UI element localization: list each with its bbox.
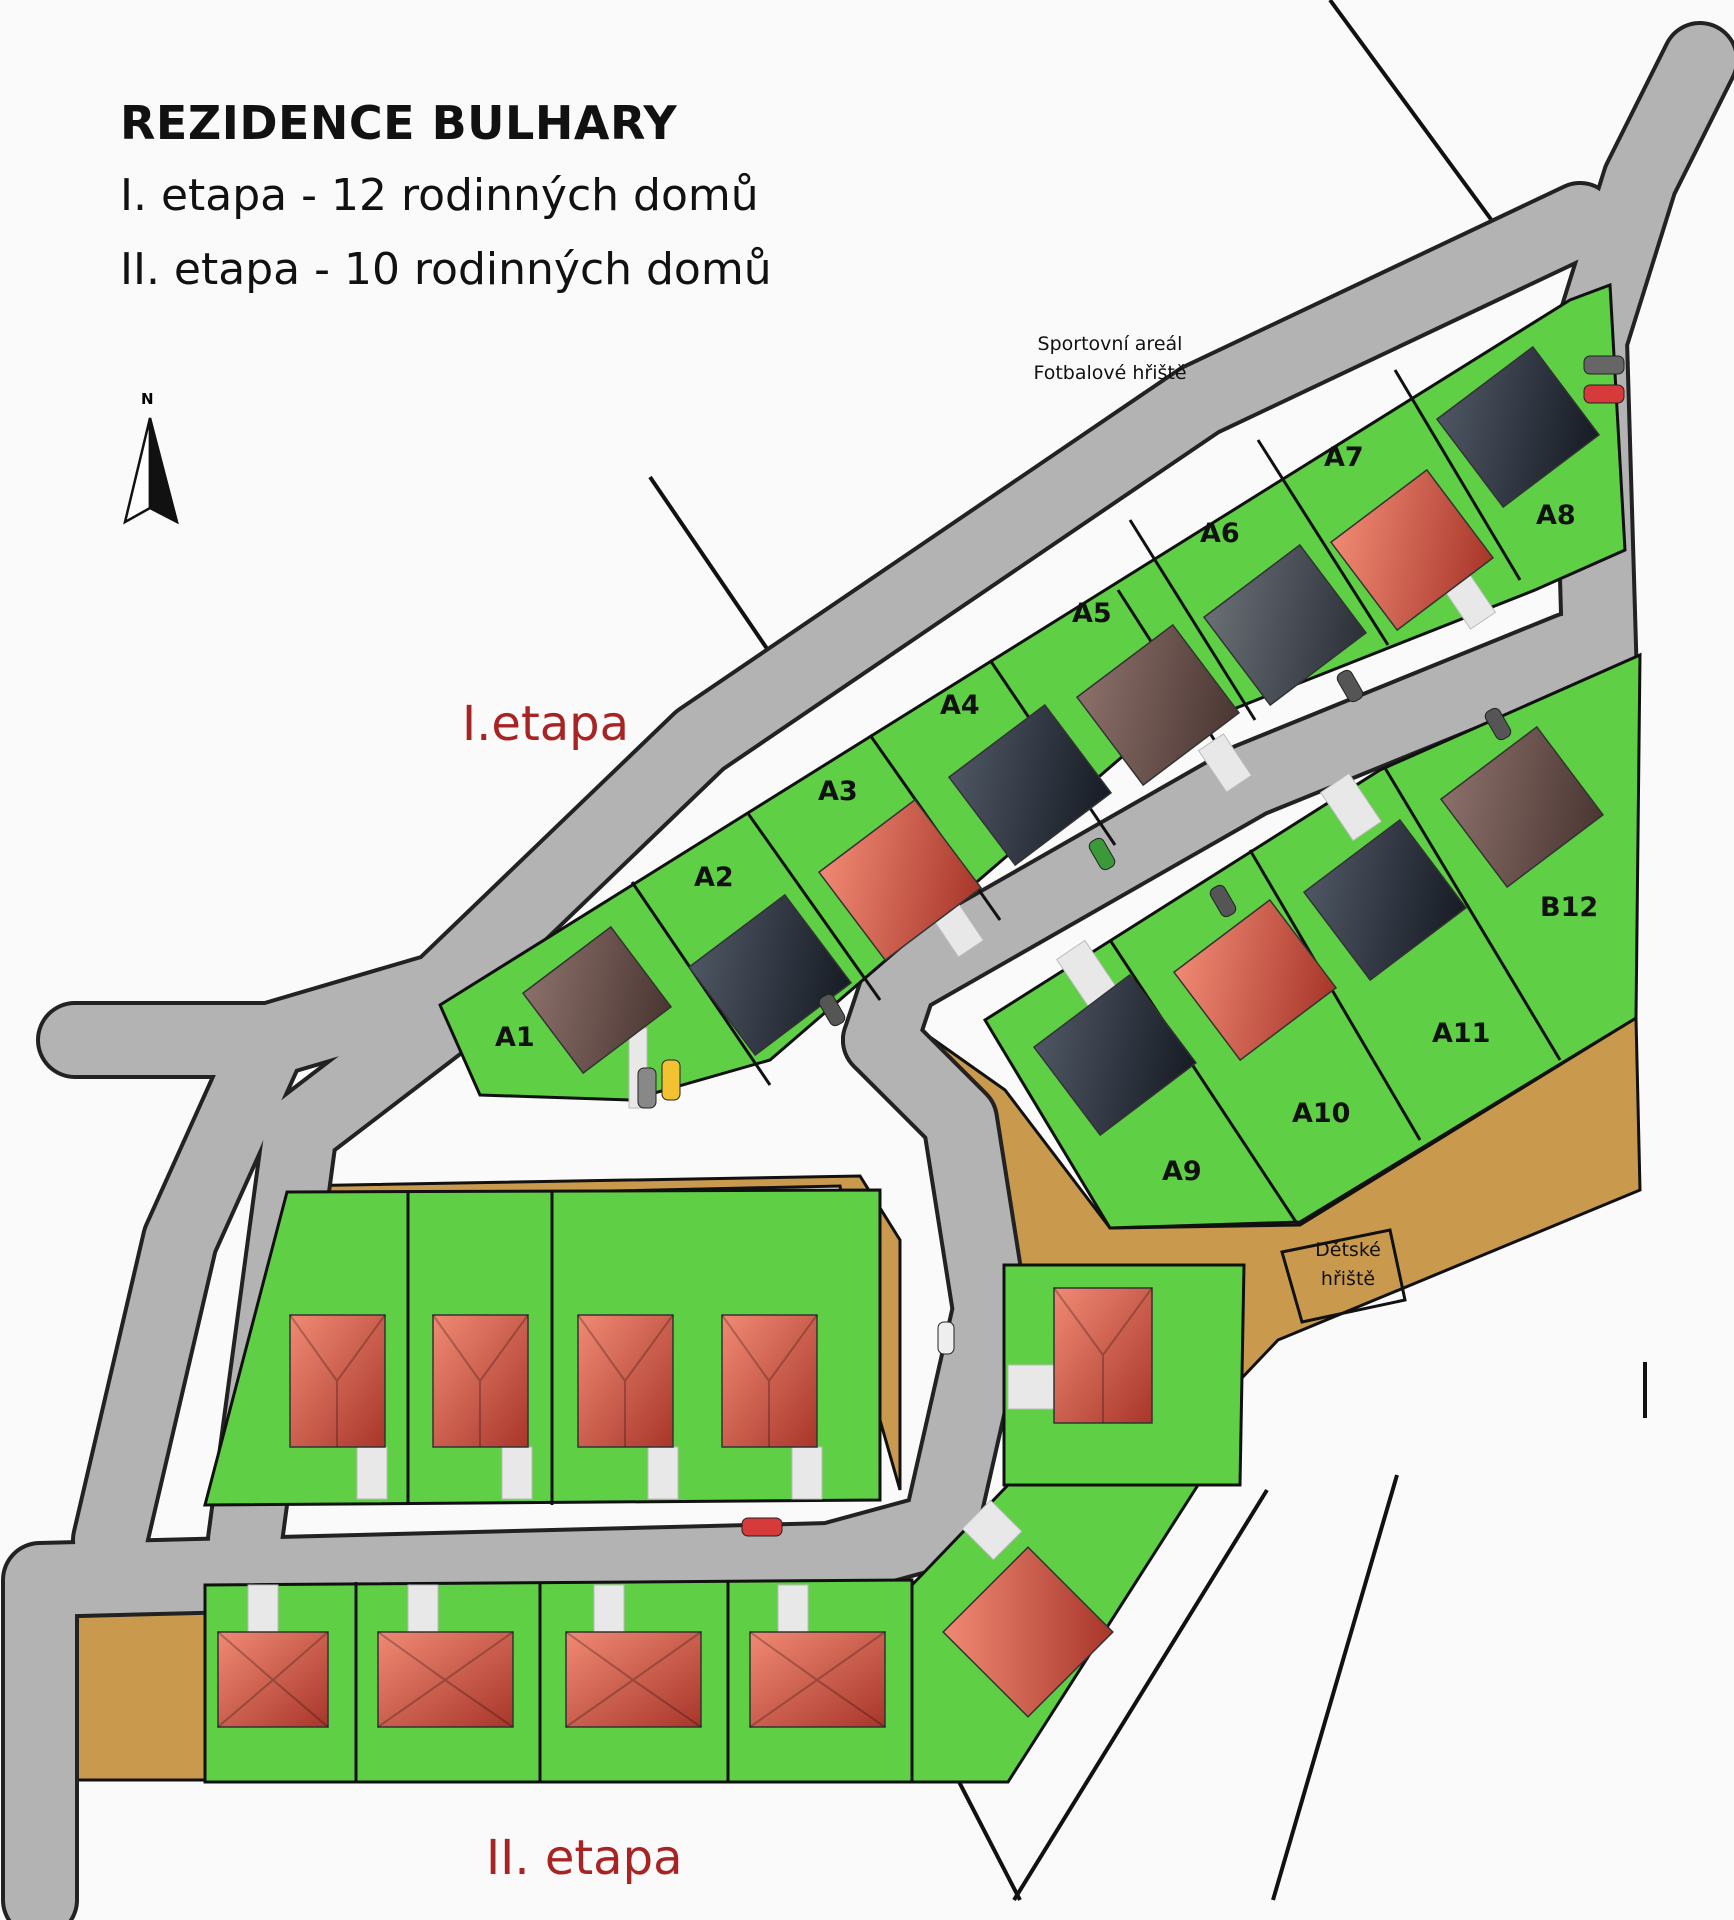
sports-area-label: Sportovní areál Fotbalové hřiště (990, 330, 1230, 388)
phase1-label: I.etapa (462, 696, 630, 752)
car-icon (1336, 669, 1364, 703)
lot-label-a7: A7 (1324, 442, 1364, 473)
lot-labels: A1 A2 A3 A4 A5 A6 A7 A8 A9 A10 A11 B12 (495, 442, 1598, 1187)
lot-label-a8: A8 (1536, 500, 1576, 531)
car-icon (1583, 355, 1625, 375)
house-a10 (1172, 898, 1338, 1062)
compass-north-label: N (141, 390, 154, 408)
roof-ridges (217, 1287, 1153, 1728)
house-a7 (1329, 468, 1495, 632)
house-a2 (687, 893, 853, 1057)
lot-label-a2: A2 (694, 862, 734, 893)
sports-area-line2: Fotbalové hřiště (1033, 362, 1187, 384)
playground-area (1280, 1228, 1407, 1324)
lot-label-b12: B12 (1540, 892, 1598, 923)
houses-phase2 (217, 1287, 1153, 1728)
house-a8 (1435, 345, 1601, 509)
north-arrow-icon (123, 417, 179, 525)
house-ii-1 (289, 1314, 386, 1448)
house-ii-5 (1053, 1287, 1153, 1424)
car-icon (818, 993, 846, 1027)
phase1-summary: I. etapa - 12 rodinných domů (120, 170, 759, 221)
lot-label-a4: A4 (940, 690, 980, 721)
car-icon (1484, 707, 1512, 741)
cars (637, 355, 1625, 1537)
lot-label-a10: A10 (1292, 1098, 1350, 1129)
car-icon (937, 1321, 955, 1355)
car-icon (1583, 384, 1625, 404)
house-ii-6 (217, 1631, 329, 1728)
house-ii-4 (721, 1314, 818, 1448)
lot-label-a9: A9 (1162, 1156, 1202, 1187)
house-ii-10 (942, 1546, 1114, 1718)
lot-label-a1: A1 (495, 1022, 535, 1053)
house-ii-7 (377, 1631, 514, 1728)
house-a4 (947, 703, 1113, 867)
lot-label-a5: A5 (1072, 598, 1112, 629)
lot-label-a11: A11 (1432, 1018, 1490, 1049)
house-a5 (1075, 623, 1241, 787)
house-a11 (1302, 818, 1468, 982)
house-a6 (1202, 543, 1368, 707)
house-ii-3 (577, 1314, 674, 1448)
car-icon (1209, 884, 1237, 918)
playground-label: Dětské hřiště (1268, 1236, 1428, 1294)
car-icon (1088, 837, 1116, 871)
house-a3 (817, 798, 983, 962)
page-title: REZIDENCE BULHARY (120, 96, 678, 150)
house-ii-2 (432, 1314, 529, 1448)
car-icon (637, 1067, 657, 1109)
house-ii-9 (749, 1631, 886, 1728)
boundary-lines (648, 0, 1647, 1902)
phase2-label: II. etapa (486, 1830, 683, 1886)
road-network (1, 21, 1734, 1920)
car-icon (661, 1059, 681, 1101)
car-icon (741, 1517, 783, 1537)
lot-label-a3: A3 (818, 776, 858, 807)
house-b12 (1439, 725, 1605, 889)
houses-phase1 (521, 345, 1605, 1137)
sports-area-line1: Sportovní areál (1037, 333, 1183, 355)
house-a9 (1032, 973, 1198, 1137)
lot-label-a6: A6 (1200, 518, 1240, 549)
phase2-summary: II. etapa - 10 rodinných domů (120, 244, 772, 295)
house-ii-8 (565, 1631, 702, 1728)
playground-line1: Dětské (1315, 1239, 1381, 1261)
playground-line2: hřiště (1320, 1268, 1376, 1290)
house-a1 (521, 925, 673, 1075)
